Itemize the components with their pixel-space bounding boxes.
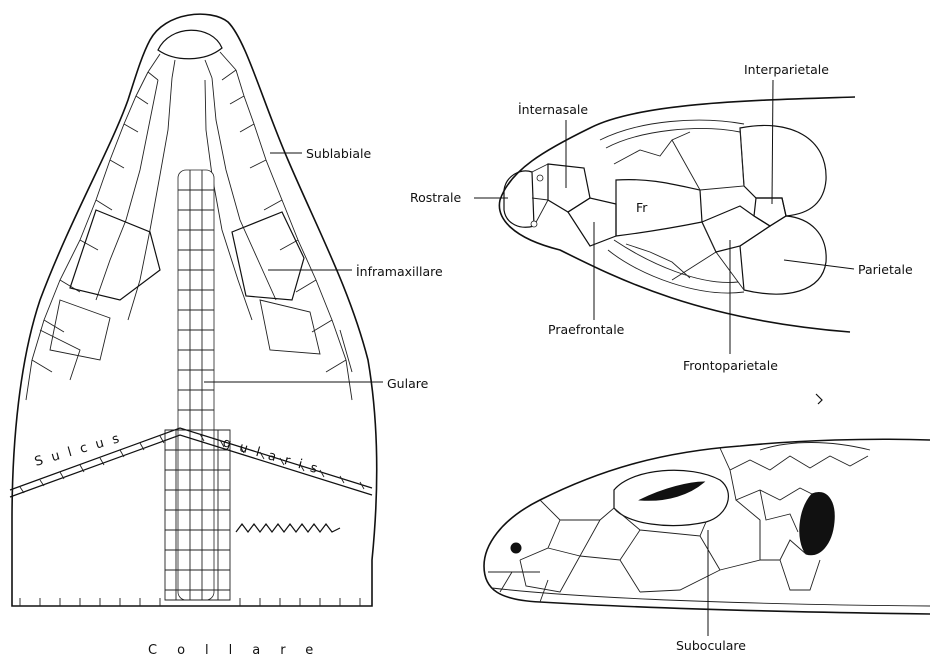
nostril	[511, 543, 521, 553]
label-interparietale: Interparietale	[744, 62, 829, 77]
label-praefrontale: Praefrontale	[548, 322, 625, 337]
label-fr: Fr	[636, 200, 648, 215]
label-rostrale: Rostrale	[410, 190, 461, 205]
label-frontoparietale: Frontoparietale	[683, 358, 778, 373]
dorsal-outline	[499, 97, 855, 332]
label-internasale: İnternasale	[518, 102, 588, 117]
label-gulare: Gulare	[387, 376, 429, 391]
label-sublabiale: Sublabiale	[306, 146, 371, 161]
label-parietale: Parietale	[858, 262, 913, 277]
dorsal-head-view: Fr Interparietale İnternasale Rostrale P…	[410, 62, 913, 404]
ventral-head-view: Sublabiale İnframaxillare Gulare Sulcus …	[10, 14, 443, 658]
label-collare: Collare	[148, 643, 333, 658]
lateral-outline	[484, 439, 930, 614]
label-inframaxillare: İnframaxillare	[356, 264, 443, 279]
stray-mark	[816, 394, 822, 404]
label-suboculare: Suboculare	[676, 638, 746, 653]
lateral-head-view: Suboculare	[484, 439, 930, 653]
